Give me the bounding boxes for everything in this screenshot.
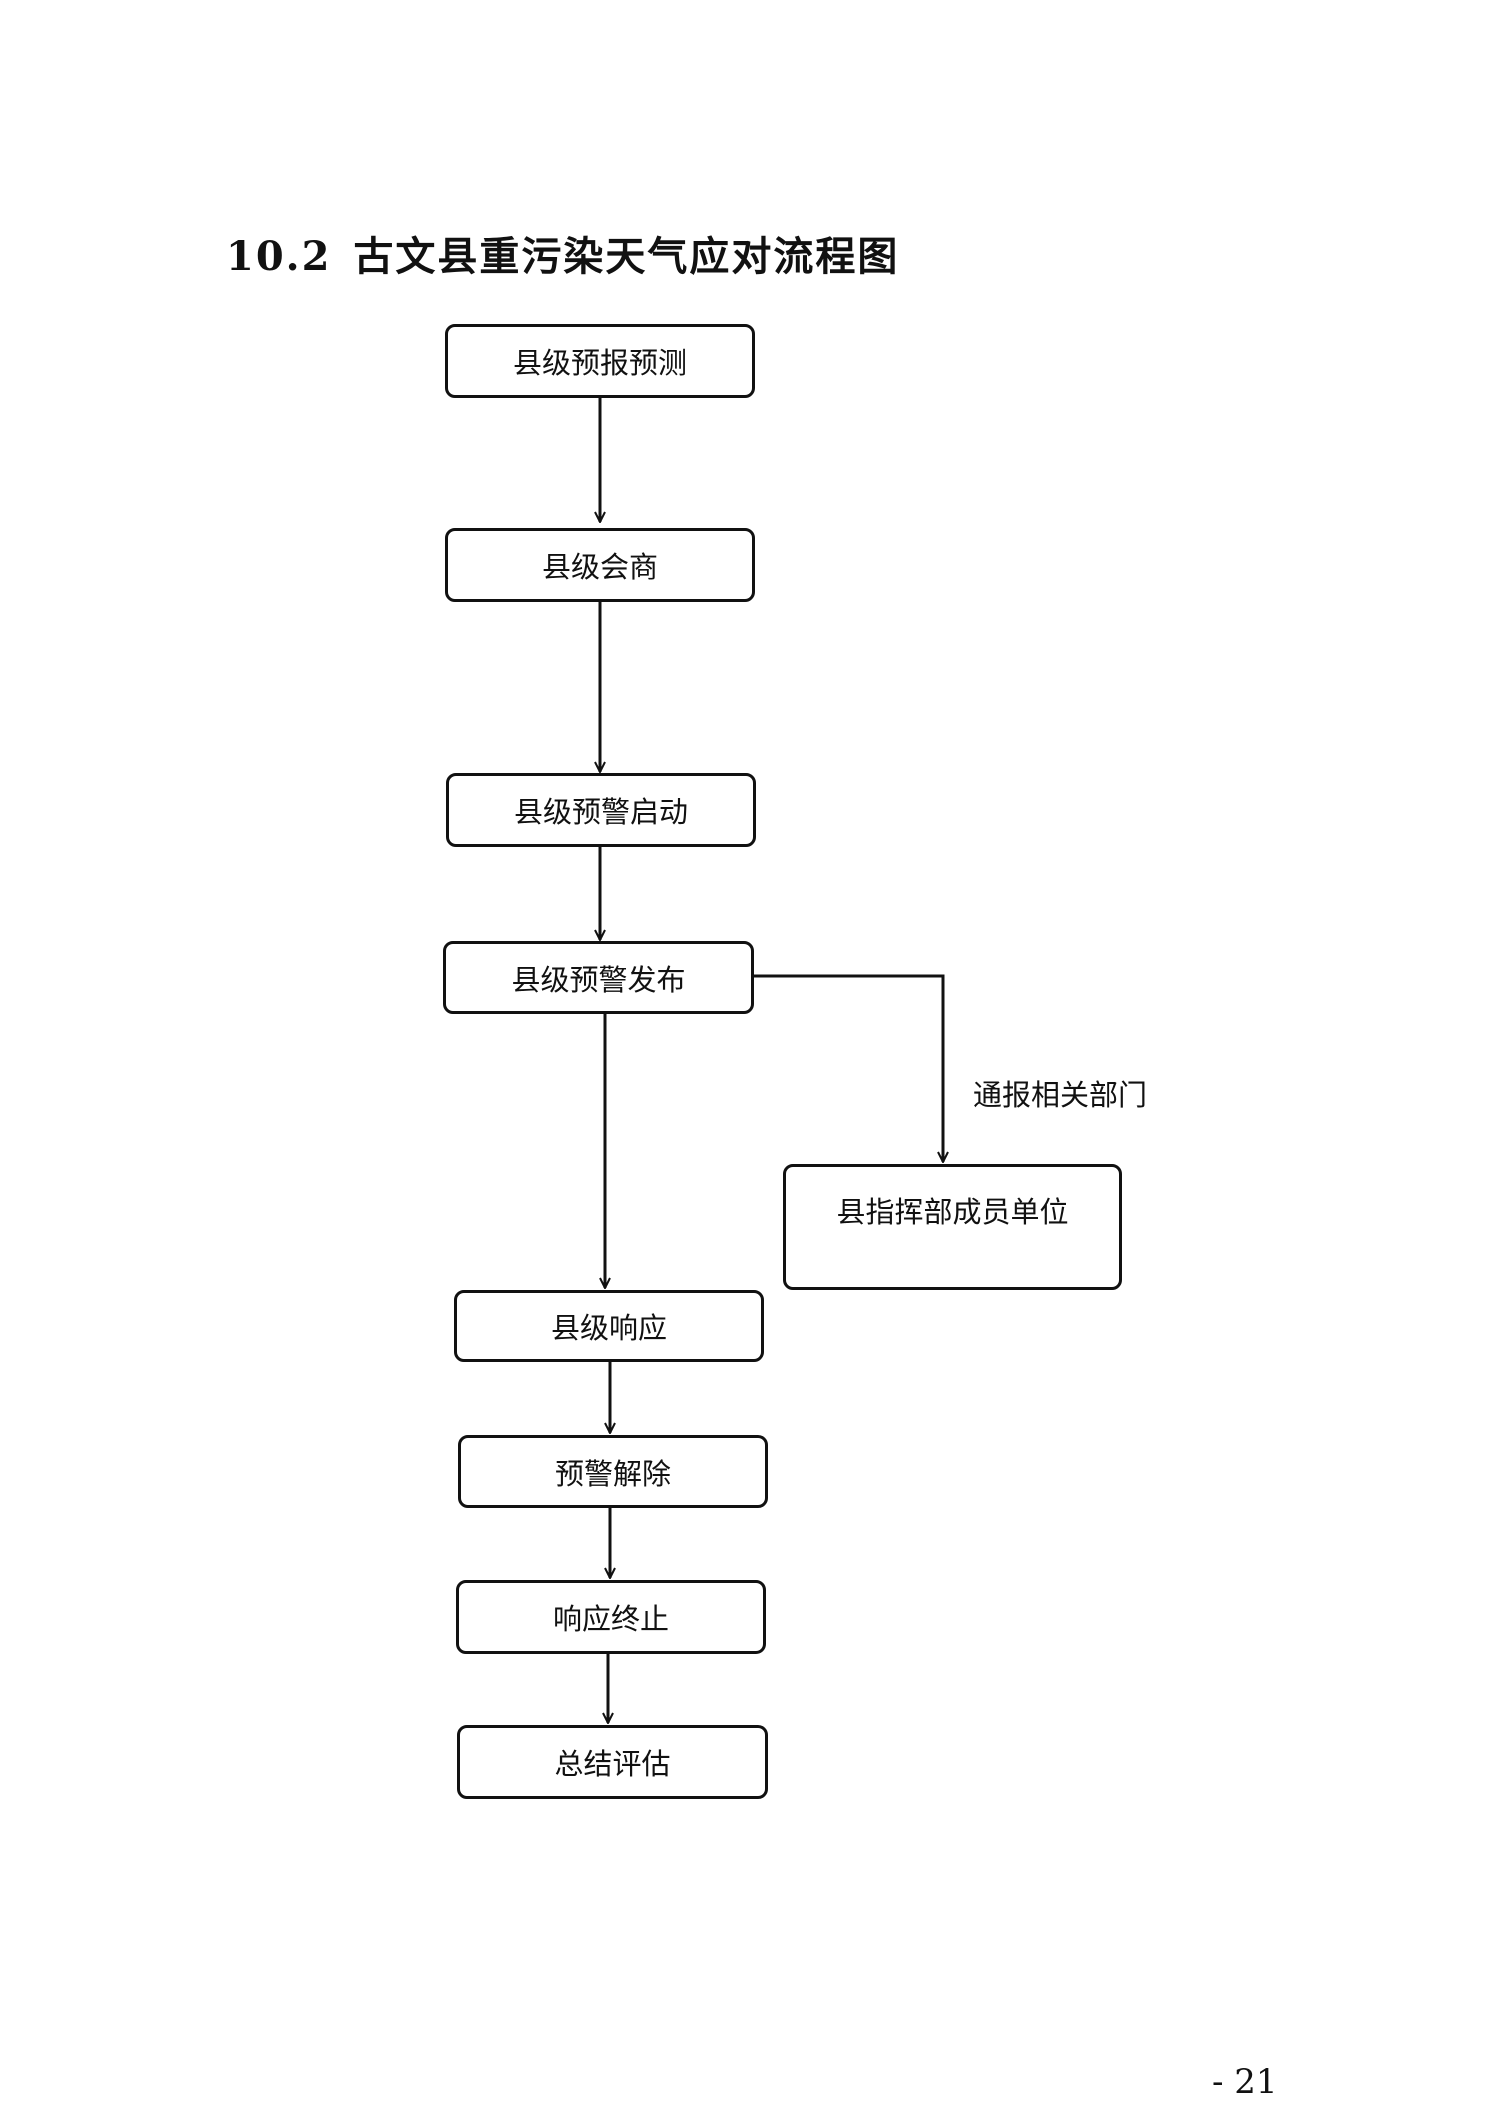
- page-number: - 21: [1212, 2062, 1278, 2102]
- node-warning-start: 县级预警启动: [446, 773, 756, 847]
- node-response: 县级响应: [454, 1290, 764, 1362]
- section-title: 10.2 古文县重污染天气应对流程图: [226, 224, 899, 282]
- edge-label-notify-departments: 通报相关部门: [973, 1078, 1148, 1112]
- node-forecast: 县级预报预测: [445, 324, 755, 398]
- node-evaluation: 总结评估: [457, 1725, 768, 1799]
- node-response-label: 县级响应: [550, 1311, 667, 1345]
- node-consult: 县级会商: [445, 528, 755, 602]
- edge-warning-publish-to-member-units: [752, 974, 943, 1162]
- node-response-end: 响应终止: [456, 1580, 766, 1654]
- node-warning-lift-label: 预警解除: [554, 1456, 671, 1491]
- node-warning-start-label: 县级预警启动: [513, 795, 688, 829]
- node-consult-label: 县级会商: [541, 550, 658, 584]
- section-number: 10.2: [226, 233, 332, 280]
- node-warning-publish-label: 县级预警发布: [511, 962, 686, 997]
- node-forecast-label: 县级预报预测: [512, 346, 687, 380]
- node-response-end-label: 响应终止: [552, 1602, 669, 1636]
- node-warning-lift: 预警解除: [458, 1435, 768, 1508]
- node-member-units: 县指挥部成员单位: [783, 1164, 1122, 1290]
- node-evaluation-label: 总结评估: [554, 1747, 671, 1781]
- node-member-units-label: 县指挥部成员单位: [836, 1195, 1069, 1229]
- section-title-text: 古文县重污染天气应对流程图: [353, 233, 900, 280]
- node-warning-publish: 县级预警发布: [443, 941, 754, 1014]
